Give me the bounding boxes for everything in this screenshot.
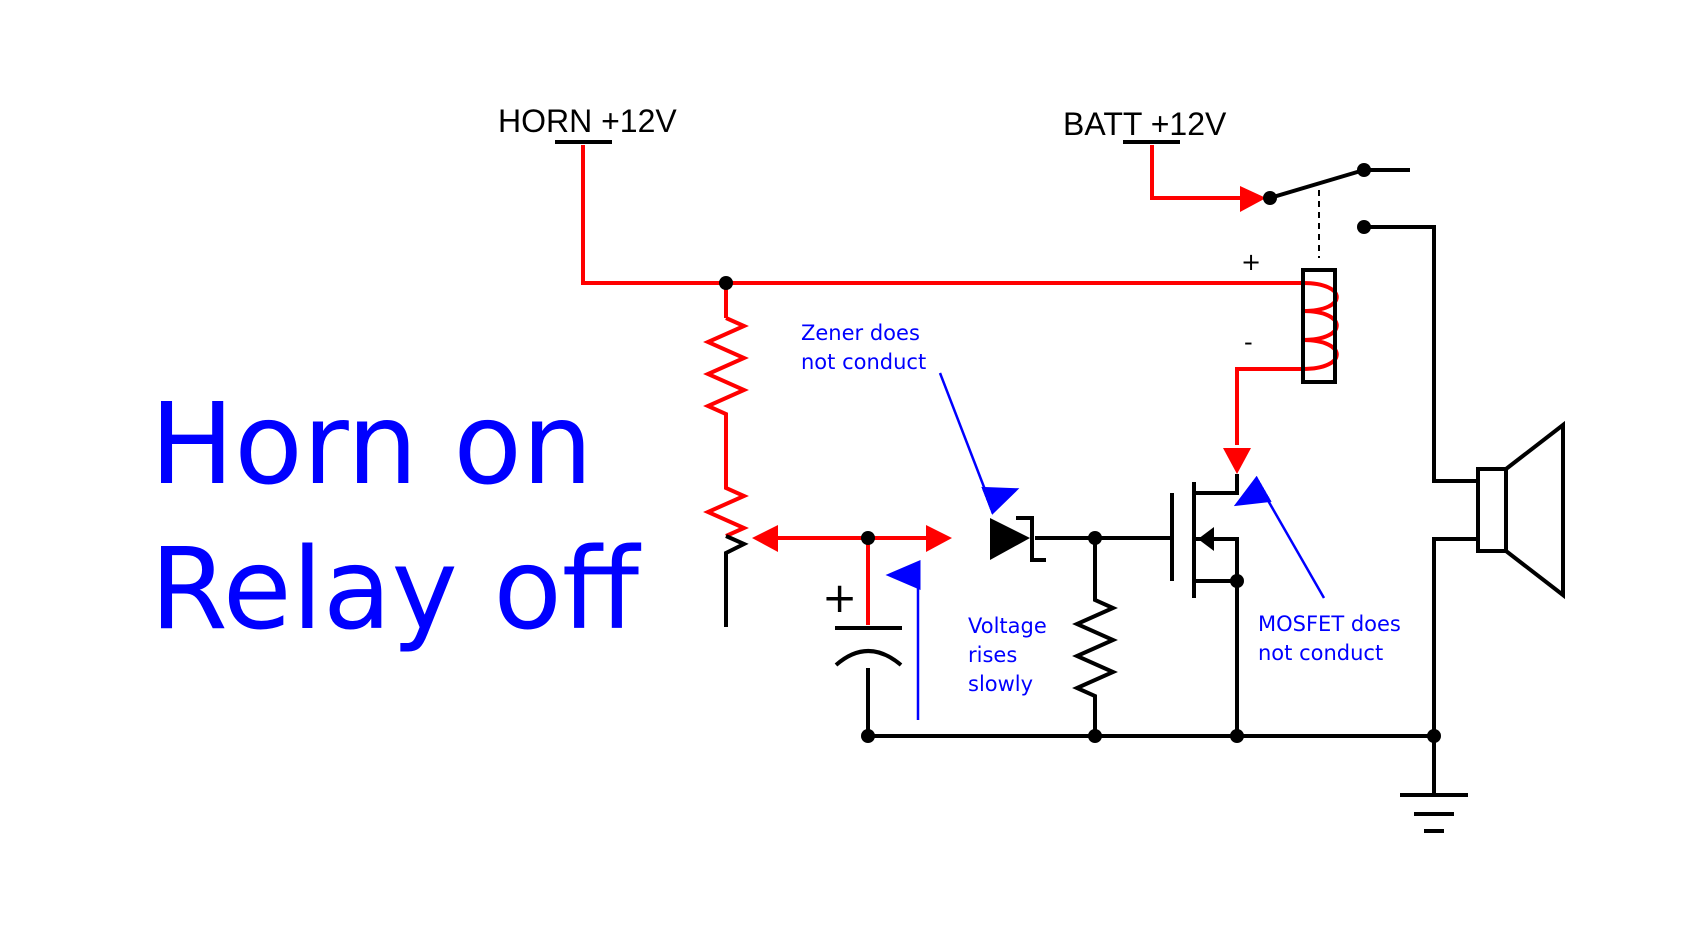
junction-dot	[1088, 531, 1102, 545]
coil-plus-label: +	[1241, 248, 1261, 276]
electrolytic-capacitor	[834, 626, 903, 667]
coil-winding	[1302, 281, 1339, 371]
mosfet-note-line: not conduct	[1258, 641, 1383, 665]
batt-supply-label: BATT +12V	[1063, 106, 1227, 142]
inactive-wiring	[555, 140, 1478, 833]
junction-dot	[861, 531, 875, 545]
junction-dot	[1230, 729, 1244, 743]
zener-note-arrow	[938, 372, 1020, 515]
coil-minus-label: -	[1244, 328, 1253, 356]
batt-supply-wire	[1150, 145, 1245, 200]
voltage-note-line: rises	[968, 643, 1017, 667]
speaker-magnet	[1476, 467, 1508, 553]
switch-no-contact	[1357, 220, 1371, 234]
zener-note-line: Zener does	[801, 321, 920, 345]
source-wire	[1194, 579, 1239, 736]
speaker	[1476, 420, 1565, 600]
voltage-note: Voltage rises slowly	[968, 614, 1053, 696]
mosfet-note: MOSFET does not conduct	[1258, 612, 1408, 665]
zener-note-line: not conduct	[801, 350, 926, 374]
gate-pulldown-resistor	[1072, 538, 1118, 736]
zener-note: Zener does not conduct	[801, 321, 927, 374]
current-arrows	[752, 186, 1266, 552]
title-line-1: Horn on	[150, 380, 593, 510]
title-line-2: Relay off	[150, 525, 642, 655]
mosfet-arrow	[1198, 527, 1214, 551]
switch-nc-contact	[1357, 163, 1371, 177]
divider-lower-tail	[724, 534, 749, 627]
drain-stub	[1194, 474, 1239, 495]
ground-symbol	[1400, 793, 1468, 833]
coil-to-drain-wire	[1235, 367, 1303, 445]
divider-upper-resistor	[703, 316, 749, 538]
horn-supply-wire	[581, 145, 1303, 285]
energized-wiring	[581, 145, 1339, 625]
relay-coil-body	[1301, 268, 1337, 384]
zener-current-arrow	[926, 525, 952, 552]
zener-cathode-bar	[1016, 516, 1046, 562]
mosfet-body-lead	[1194, 537, 1239, 581]
mosfet	[1170, 482, 1239, 598]
mosfet-note-arrow	[1233, 475, 1326, 599]
annotation-arrows	[885, 372, 1326, 720]
voltage-note-line: slowly	[968, 672, 1033, 696]
speaker-return-wire	[1432, 537, 1478, 795]
capacitor-curved-plate	[834, 649, 903, 667]
batt-current-arrow	[1240, 186, 1266, 212]
junction-dot	[719, 276, 733, 290]
junction-dot	[1230, 574, 1244, 588]
junction-dot	[1088, 729, 1102, 743]
horn-supply-label: HORN +12V	[498, 103, 677, 139]
voltage-note-line: Voltage	[968, 614, 1047, 638]
mosfet-note-line: MOSFET does	[1258, 612, 1401, 636]
zener-triangle	[990, 518, 1030, 560]
switch-to-speaker-wire	[1364, 225, 1478, 483]
relay-switch-blade	[1269, 168, 1365, 200]
wiper-arrow	[752, 525, 778, 552]
speaker-cone	[1504, 420, 1565, 600]
junction-dot	[861, 729, 875, 743]
zener-diode	[990, 516, 1046, 562]
switch-common-contact	[1263, 191, 1277, 205]
capacitor-plus-label: +	[822, 573, 857, 622]
junction-dot	[1427, 729, 1441, 743]
drain-current-arrow	[1223, 448, 1251, 474]
junction-dots	[719, 163, 1441, 743]
